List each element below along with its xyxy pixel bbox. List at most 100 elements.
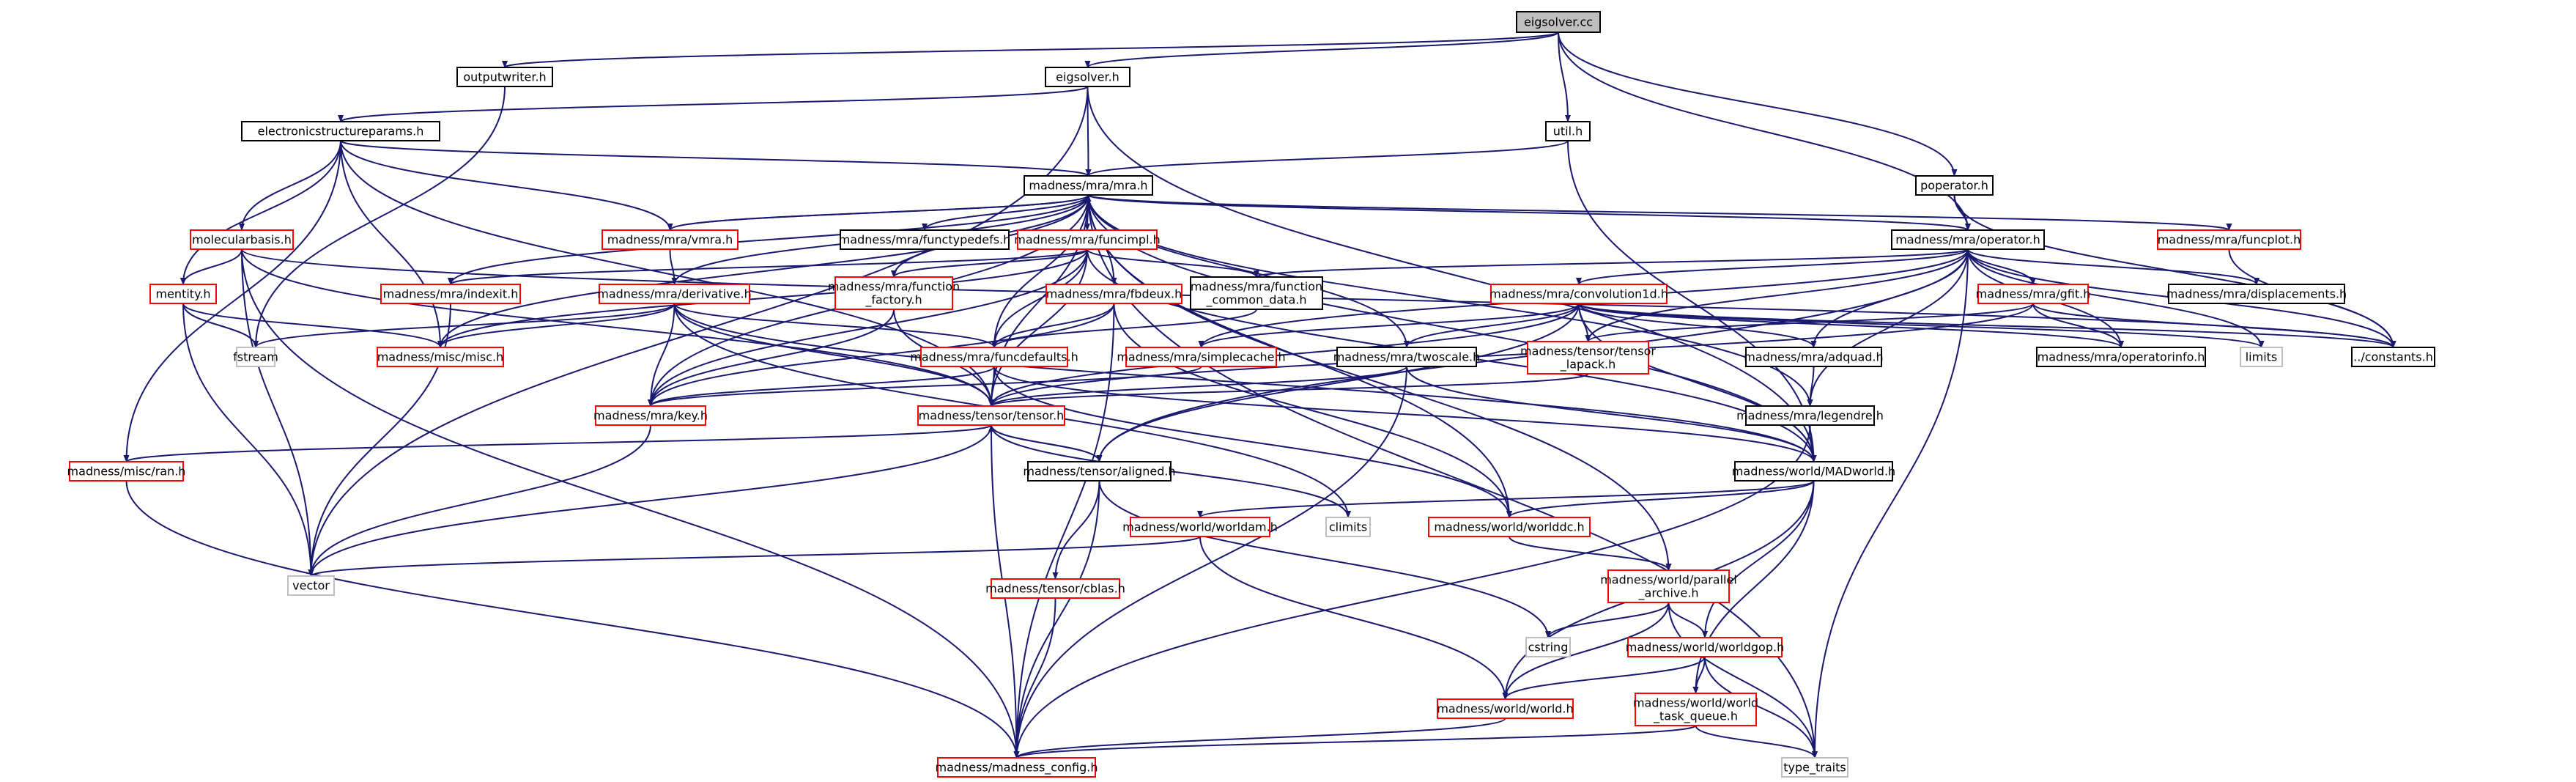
node-gfit-h[interactable]: madness/mra/gfit.h [1976, 284, 2091, 304]
edge-mra-h-to-operator-h [1087, 194, 1971, 231]
node-worldgop-h-label-1: madness/world/worldgop.h [1626, 641, 1784, 654]
node-functypedefs-h-box [840, 229, 1010, 250]
node-madness-config-h[interactable]: madness/madness_config.h [936, 757, 1098, 778]
edge-parallel-archive-h-to-type-traits [1668, 602, 1818, 759]
node-operatorinfo-h[interactable]: madness/mra/operatorinfo.h [2036, 347, 2206, 367]
edge-mra-h-to-funcdefaults-h [991, 194, 1089, 348]
node-eigsolver-h-box [1045, 67, 1130, 87]
node-key-h[interactable]: madness/mra/key.h [593, 405, 708, 426]
node-constants-h[interactable]: ../constants.h [2351, 347, 2435, 367]
node-convolution1d-h[interactable]: madness/mra/convolution1d.h [1489, 284, 1668, 304]
edge-electronicstructureparams-h-to-misc-h [340, 140, 443, 348]
node-twoscale-h-box [1336, 347, 1477, 367]
edge-convolution1d-h-to-limits [1578, 303, 2265, 348]
edge-eigsolver-cc-to-outputwriter-h [502, 32, 1559, 68]
node-cstring-box [1525, 637, 1571, 657]
node-funcplot-h[interactable]: madness/mra/funcplot.h [2157, 229, 2301, 250]
node-limits-label-1: limits [2246, 350, 2278, 364]
edge-worlddc-h-to-parallel-archive-h [1509, 536, 1672, 571]
node-function-factory-h[interactable]: madness/mra/function_factory.h [828, 276, 960, 310]
node-aligned-h[interactable]: madness/tensor/aligned.h [1023, 461, 1176, 482]
node-derivative-h-label-1: madness/mra/derivative.h [597, 287, 752, 301]
node-molecularbasis-h[interactable]: molecularbasis.h [190, 229, 294, 250]
node-gfit-h-box [1977, 284, 2089, 304]
node-ran-h[interactable]: madness/misc/ran.h [67, 461, 186, 482]
node-adquad-h[interactable]: madness/mra/adquad.h [1744, 347, 1884, 367]
node-vmra-h[interactable]: madness/mra/vmra.h [602, 229, 739, 250]
node-tensor-lapack-h[interactable]: madness/tensor/tensor_lapack.h [1520, 341, 1656, 375]
node-key-h-label-1: madness/mra/key.h [593, 409, 708, 423]
node-eigsolver-h[interactable]: eigsolver.h [1045, 67, 1130, 87]
node-mra-h[interactable]: madness/mra/mra.h [1024, 175, 1153, 196]
edge-parallel-archive-h-to-cstring [1545, 602, 1670, 638]
node-madworld-h-box [1734, 461, 1893, 482]
edge-fbdeux-h-to-madness-config-h [1013, 303, 1115, 759]
node-world-task-queue-h-label-2: _task_queue.h [1653, 709, 1738, 724]
node-madworld-h[interactable]: madness/world/MADworld.h [1732, 461, 1895, 482]
edge-electronicstructureparams-h-to-ran-h [123, 140, 341, 462]
node-function-common-data-h[interactable]: madness/mra/function_common_data.h [1190, 276, 1323, 310]
node-funcdefaults-h-box [920, 347, 1068, 367]
node-util-h[interactable]: util.h [1545, 121, 1591, 141]
edge-worldam-h-to-world-h [1199, 536, 1509, 700]
node-displacements-h[interactable]: madness/mra/displacements.h [2166, 284, 2347, 304]
edge-electronicstructureparams-h-to-vmra-h [340, 140, 673, 231]
edge-mra-h-to-twoscale-h [1087, 194, 1410, 348]
node-twoscale-h[interactable]: madness/mra/twoscale.h [1333, 347, 1481, 367]
node-indexit-h[interactable]: madness/mra/indexit.h [380, 284, 521, 304]
node-worldgop-h[interactable]: madness/world/worldgop.h [1626, 637, 1784, 657]
node-functypedefs-h-label-1: madness/mra/functypedefs.h [839, 233, 1011, 247]
node-parallel-archive-h[interactable]: madness/world/parallel_archive.h [1600, 569, 1737, 603]
edge-mentity-h-to-fstream [182, 303, 259, 348]
edge-operator-h-to-type-traits [1812, 248, 1969, 759]
node-outputwriter-h-box [456, 67, 553, 87]
edge-derivative-h-to-madworld-h [673, 303, 1817, 462]
node-legendre-h[interactable]: madness/mra/legendre.h [1736, 405, 1884, 426]
node-constants-h-label-1: ../constants.h [2353, 350, 2433, 364]
edge-molecularbasis-h-to-mentity-h [180, 248, 243, 285]
node-cstring: cstring [1525, 637, 1571, 657]
node-mentity-h-box [149, 284, 217, 304]
node-worldam-h[interactable]: madness/world/worldam.h [1122, 517, 1278, 537]
node-madness-config-h-label-1: madness/madness_config.h [936, 761, 1098, 775]
node-tensor-h[interactable]: madness/tensor/tensor.h [917, 405, 1065, 426]
node-functypedefs-h[interactable]: madness/mra/functypedefs.h [839, 229, 1011, 250]
node-outputwriter-h[interactable]: outputwriter.h [456, 67, 553, 87]
node-funcimpl-h[interactable]: madness/mra/funcimpl.h [1014, 229, 1161, 250]
edge-eigsolver-h-to-electronicstructureparams-h [338, 86, 1089, 122]
edge-convolution1d-h-to-adquad-h [1578, 303, 1817, 348]
edge-convolution1d-h-to-twoscale-h [1404, 303, 1580, 348]
node-vector: vector [287, 575, 335, 596]
node-world-task-queue-h[interactable]: madness/world/world_task_queue.h [1633, 693, 1758, 726]
edge-operator-h-to-displacements-h [1967, 248, 2259, 285]
node-simplecache-h-label-1: madness/mra/simplecache.h [1117, 350, 1285, 364]
node-tensor-lapack-h-label-2: _lapack.h [1560, 358, 1616, 372]
node-world-h[interactable]: madness/world/world.h [1437, 698, 1574, 719]
node-simplecache-h[interactable]: madness/mra/simplecache.h [1117, 347, 1286, 367]
node-climits-box [1325, 517, 1371, 537]
node-misc-h[interactable]: madness/misc/misc.h [377, 347, 504, 367]
edge-mra-h-to-indexit-h [448, 194, 1089, 285]
node-fbdeux-h[interactable]: madness/mra/fbdeux.h [1045, 284, 1182, 304]
node-operator-h[interactable]: madness/mra/operator.h [1891, 229, 2045, 250]
edge-util-h-to-mra-h [1085, 140, 1569, 177]
node-fstream-label-1: fstream [233, 350, 278, 364]
node-eigsolver-cc[interactable]: eigsolver.cc [1516, 11, 1601, 33]
edge-operator-h-to-tensor-lapack-h [1585, 248, 1969, 342]
edge-ran-h-to-madness-config-h [125, 480, 1020, 759]
node-mentity-h[interactable]: mentity.h [149, 284, 217, 304]
node-tensor-lapack-h-label-1: madness/tensor/tensor [1520, 344, 1656, 358]
node-worldam-h-box [1130, 517, 1270, 537]
node-worlddc-h[interactable]: madness/world/worlddc.h [1428, 517, 1591, 537]
node-cblas-h[interactable]: madness/tensor/cblas.h [985, 578, 1125, 599]
node-electronicstructureparams-h[interactable]: electronicstructureparams.h [241, 121, 440, 141]
node-poperator-h[interactable]: poperator.h [1915, 175, 1994, 196]
edge-worldam-h-to-vector [308, 536, 1201, 577]
node-world-h-label-1: madness/world/world.h [1437, 702, 1573, 716]
node-convolution1d-h-box [1490, 284, 1668, 304]
node-mra-h-box [1024, 175, 1153, 196]
node-derivative-h[interactable]: madness/mra/derivative.h [597, 284, 752, 304]
node-funcdefaults-h[interactable]: madness/mra/funcdefaults.h [910, 347, 1078, 367]
node-mentity-h-label-1: mentity.h [156, 287, 211, 301]
edge-mra-h-to-misc-h [437, 194, 1089, 348]
